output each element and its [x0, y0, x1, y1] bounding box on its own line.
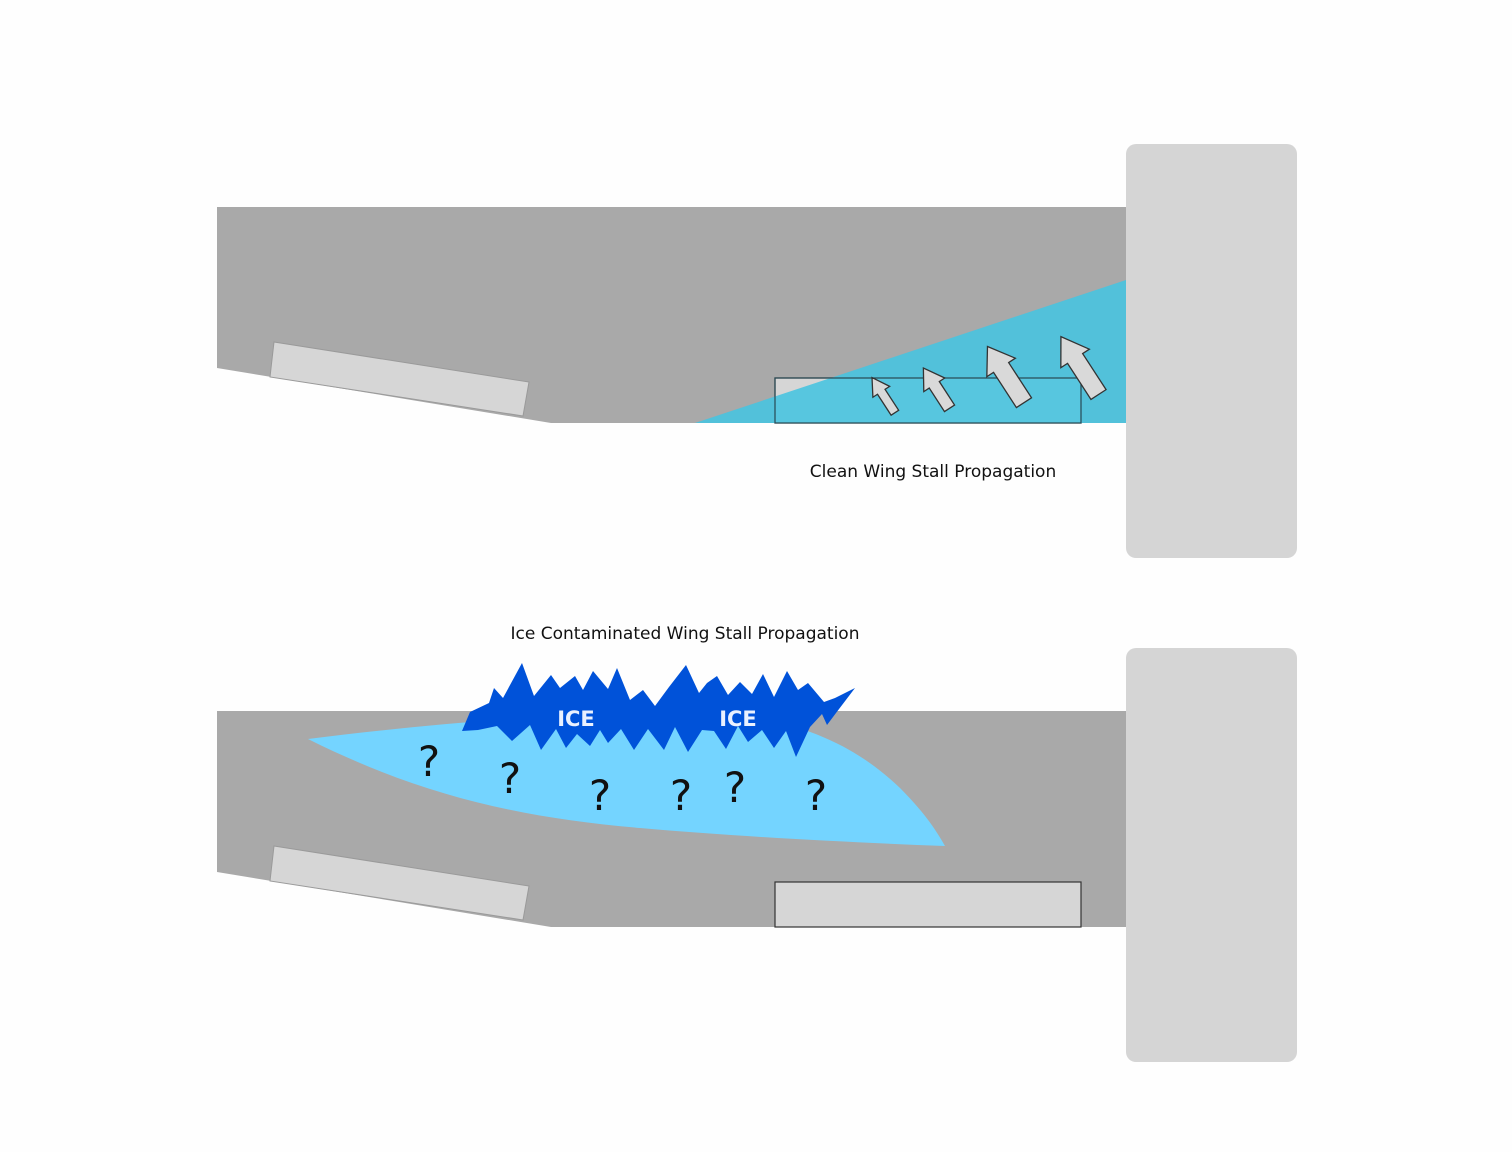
- iced-wing-caption: Ice Contaminated Wing Stall Propagation: [511, 624, 860, 644]
- question-mark: ?: [670, 771, 692, 820]
- ice-label: ICE: [557, 707, 595, 731]
- airflow-arrow: [1060, 335, 1107, 401]
- airflow-arrow: [986, 345, 1033, 409]
- aileron-top: [269, 341, 530, 417]
- stall-region-iced: [308, 712, 945, 846]
- question-mark: ?: [499, 754, 521, 803]
- clean-wing-panel: Clean Wing Stall Propagation: [217, 144, 1297, 558]
- fuselage-bottom: [1126, 648, 1297, 1062]
- airflow-arrow: [922, 367, 956, 413]
- clean-wing-caption: Clean Wing Stall Propagation: [810, 462, 1056, 482]
- iced-wing-panel: ICE ICE ? ? ? ? ? ? Ice Contaminated Win…: [217, 624, 1297, 1062]
- airflow-arrows: [871, 335, 1107, 417]
- fuselage-top: [1126, 144, 1297, 558]
- question-mark: ?: [418, 737, 440, 786]
- aileron-bottom: [269, 845, 530, 921]
- unknown-marks: ? ? ? ? ? ?: [418, 737, 827, 820]
- ice-accretion: [462, 663, 855, 757]
- question-mark: ?: [805, 771, 827, 820]
- flap-bottom: [774, 881, 1082, 928]
- ice-label: ICE: [719, 707, 757, 731]
- airflow-arrow: [871, 376, 900, 417]
- question-mark: ?: [724, 763, 746, 812]
- question-mark: ?: [589, 771, 611, 820]
